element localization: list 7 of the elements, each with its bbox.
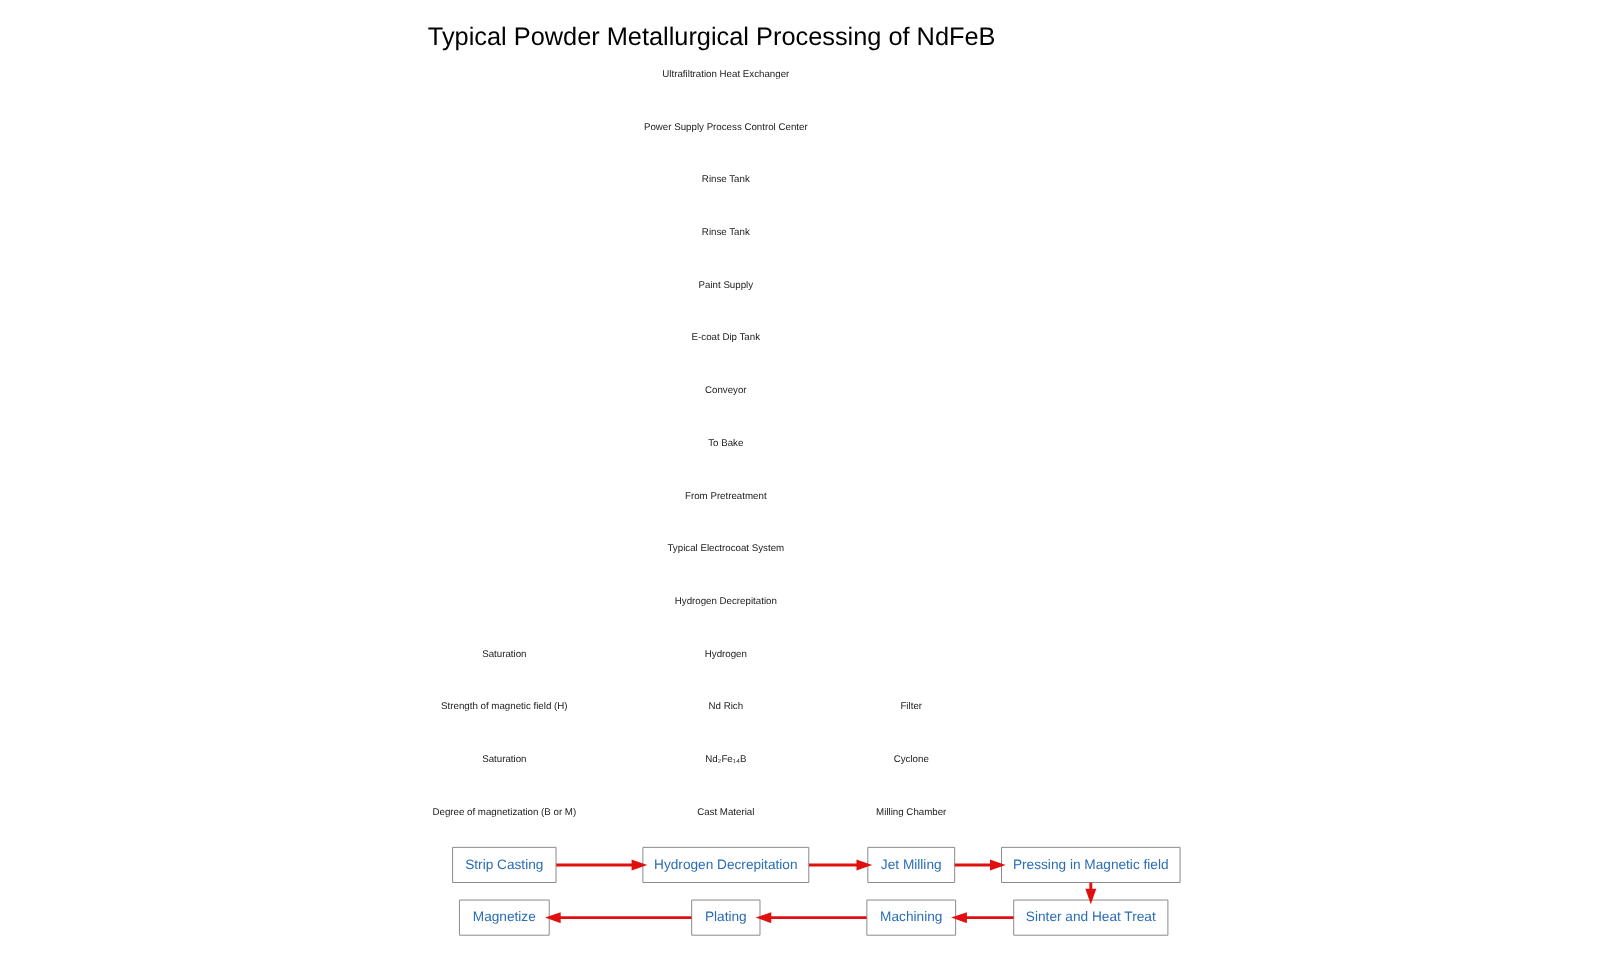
- arrow: [954, 859, 1006, 871]
- arrow: [556, 859, 648, 871]
- arrow: [808, 859, 873, 871]
- arrow: [951, 912, 1014, 924]
- diagram-title: Typical Powder Metallurgical Processing of NdFeB: [427, 23, 996, 52]
- arrow: [545, 912, 692, 924]
- arrow: [755, 912, 867, 924]
